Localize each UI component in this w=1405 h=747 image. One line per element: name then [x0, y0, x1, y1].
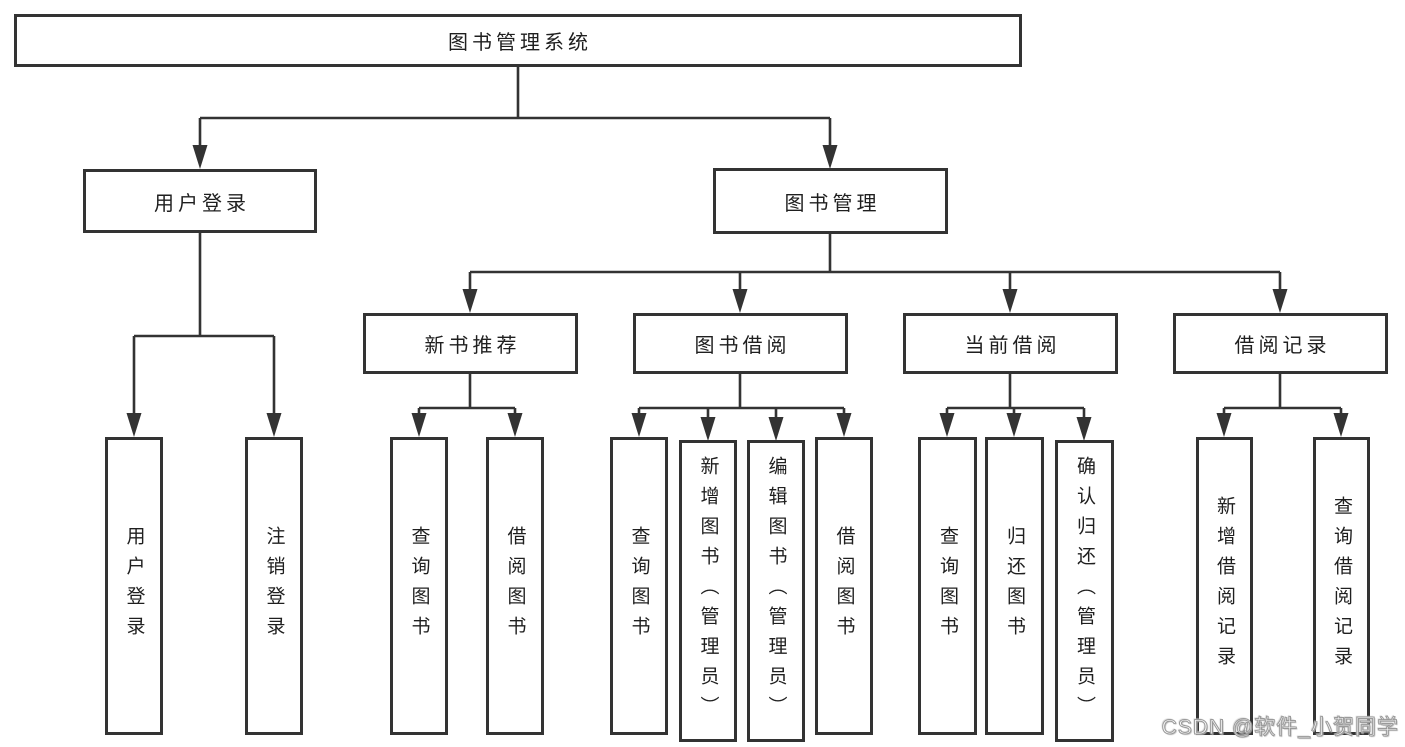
- leaf-logout: 注销登录: [245, 437, 303, 735]
- leaf-borrow-borrow-books: 借阅图书: [815, 437, 873, 735]
- leaf-records-add-record: 新增借阅记录: [1196, 437, 1253, 735]
- leaf-label: 用户登录: [123, 526, 145, 646]
- leaf-label: 查询图书: [408, 526, 430, 646]
- leaf-label: 编辑图书（管理员）: [765, 456, 787, 726]
- watermark: CSDN @软件_小贺同学: [1161, 716, 1399, 740]
- leaf-current-query-books: 查询图书: [918, 437, 977, 735]
- node-borrow-records: 借阅记录: [1173, 313, 1388, 374]
- node-user-login: 用户登录: [83, 169, 317, 233]
- node-label: 当前借阅: [964, 335, 1061, 357]
- node-label: 图书借阅: [694, 335, 791, 357]
- node-book-borrow: 图书借阅: [633, 313, 848, 374]
- node-label: 图书管理: [784, 192, 881, 215]
- leaf-borrow-add-books-admin: 新增图书（管理员）: [679, 440, 737, 742]
- leaf-borrow-query-books: 查询图书: [610, 437, 668, 735]
- leaf-user-login: 用户登录: [105, 437, 163, 735]
- leaf-label: 查询图书: [937, 526, 958, 646]
- leaf-label: 新增借阅记录: [1214, 496, 1235, 676]
- node-new-book-recommend: 新书推荐: [363, 313, 578, 374]
- leaf-label: 确认归还（管理员）: [1074, 456, 1095, 726]
- leaf-newbook-borrow-books: 借阅图书: [486, 437, 544, 735]
- node-label: 用户登录: [154, 192, 250, 215]
- leaf-label: 注销登录: [263, 526, 285, 646]
- leaf-borrow-edit-books-admin: 编辑图书（管理员）: [747, 440, 805, 742]
- node-current-borrow: 当前借阅: [903, 313, 1118, 374]
- leaf-label: 借阅图书: [504, 526, 526, 646]
- leaf-records-query-record: 查询借阅记录: [1313, 437, 1370, 735]
- node-book-management: 图书管理: [713, 168, 948, 234]
- leaf-label: 归还图书: [1004, 526, 1025, 646]
- leaf-label: 查询借阅记录: [1331, 496, 1352, 676]
- leaf-label: 新增图书（管理员）: [697, 456, 719, 726]
- node-label: 借阅记录: [1234, 335, 1331, 357]
- leaf-newbook-query-books: 查询图书: [390, 437, 448, 735]
- leaf-label: 查询图书: [628, 526, 650, 646]
- node-label: 新书推荐: [424, 335, 521, 357]
- leaf-label: 借阅图书: [833, 526, 855, 646]
- node-library-management-system: 图书管理系统: [14, 14, 1022, 67]
- leaf-current-return-books: 归还图书: [985, 437, 1044, 735]
- leaf-current-confirm-return-admin: 确认归还（管理员）: [1055, 440, 1114, 742]
- node-label: 图书管理系统: [448, 32, 592, 54]
